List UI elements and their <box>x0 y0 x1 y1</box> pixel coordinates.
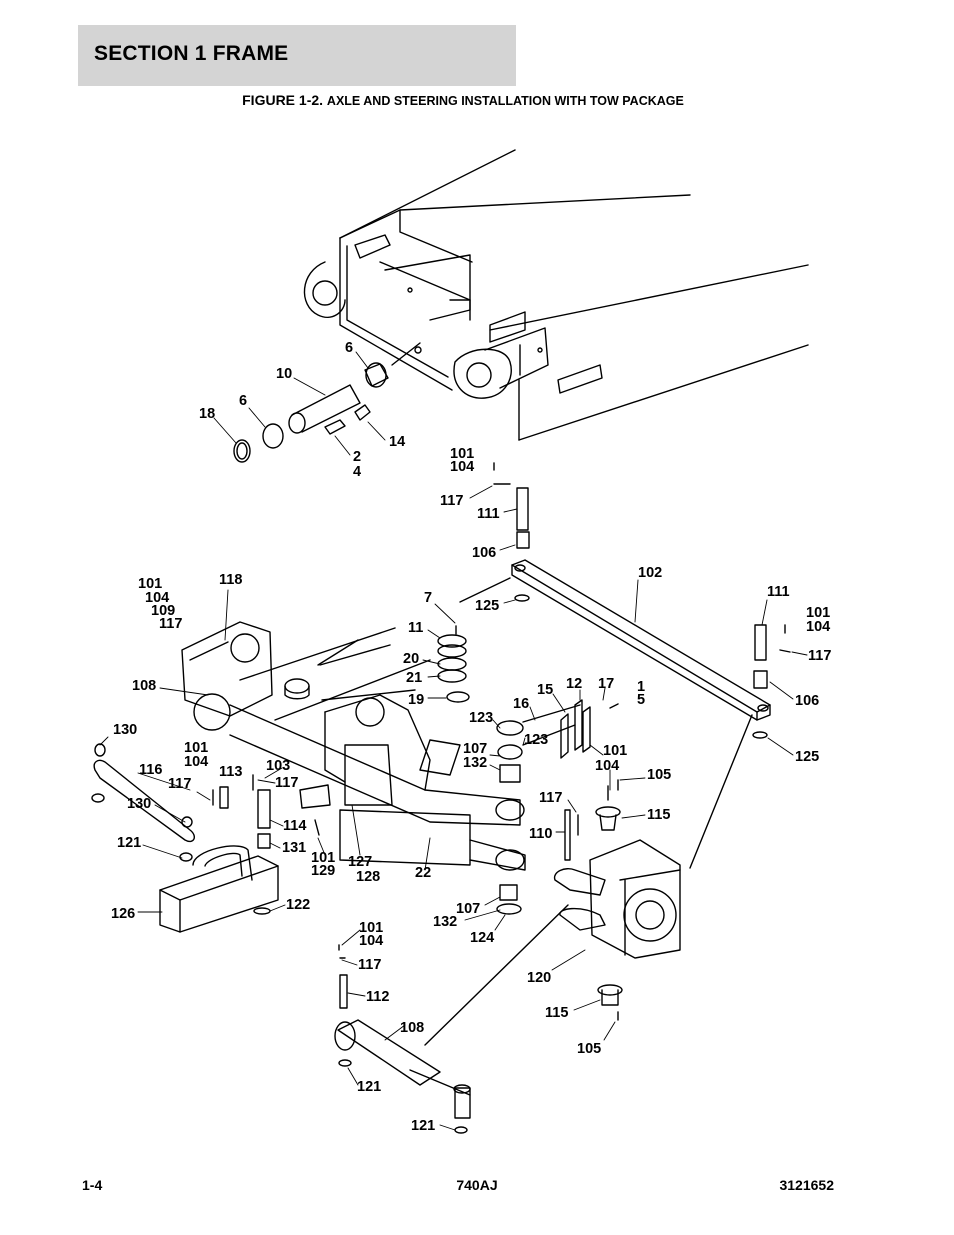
callout-label: 101 <box>806 605 830 621</box>
callout-label: 132 <box>433 914 457 930</box>
callout-label: 123 <box>469 710 493 726</box>
callout-label: 104 <box>359 933 383 949</box>
callout-label: 14 <box>389 434 405 450</box>
callout-label: 17 <box>598 676 614 692</box>
callout-label: 107 <box>463 741 487 757</box>
callout-label: 10 <box>276 366 292 382</box>
section-title: SECTION 1 FRAME <box>94 42 289 65</box>
callout-label: 126 <box>111 906 135 922</box>
callout-label: 104 <box>145 590 169 606</box>
callout-label: 130 <box>127 796 151 812</box>
callout-label: 117 <box>440 493 463 509</box>
callout-label: 110 <box>529 826 552 842</box>
axle-assembly <box>181 621 591 915</box>
figure-number: FIGURE 1-2. <box>242 92 324 108</box>
callout-label: 121 <box>117 835 141 851</box>
callout-label: 117 <box>358 957 381 973</box>
pivot-pin-group <box>233 342 421 463</box>
callout-label: 105 <box>577 1041 601 1057</box>
callout-label: 123 <box>524 732 548 748</box>
callout-label: 122 <box>286 897 310 913</box>
callout-label: 104 <box>806 619 830 635</box>
callout-label: 101 <box>138 576 162 592</box>
callout-label: 124 <box>470 930 494 946</box>
callout-label: 101 <box>450 446 474 462</box>
callout-labels: 6 10 6 18 14 2 4 101 104 117 111 106 102… <box>111 340 831 1134</box>
callout-label: 1 <box>637 679 645 695</box>
callout-label: 132 <box>463 755 487 771</box>
tow-components <box>91 743 331 933</box>
callout-label: 112 <box>366 989 389 1005</box>
steering-cylinder <box>334 904 569 1134</box>
callout-label: 111 <box>767 584 790 600</box>
callout-label: 105 <box>647 767 671 783</box>
callout-label: 115 <box>647 807 670 823</box>
callout-label: 106 <box>472 545 496 561</box>
callout-label: 113 <box>219 764 242 780</box>
callout-label: 120 <box>527 970 551 986</box>
callout-label: 121 <box>357 1079 381 1095</box>
callout-label: 121 <box>411 1118 435 1134</box>
callout-label: 107 <box>456 901 480 917</box>
callout-label: 101 <box>359 920 383 936</box>
callout-label: 108 <box>400 1020 424 1036</box>
callout-label: 111 <box>477 506 500 522</box>
callout-label: 117 <box>159 616 182 632</box>
callout-label: 117 <box>539 790 562 806</box>
callout-label: 6 <box>239 393 247 409</box>
leader-lines <box>99 351 808 1131</box>
figure-caption: AXLE AND STEERING INSTALLATION WITH TOW … <box>326 94 684 108</box>
callout-label: 12 <box>566 676 582 692</box>
hardware-pins <box>212 462 791 959</box>
callout-label: 125 <box>475 598 499 614</box>
model-number: 740AJ <box>456 1177 498 1193</box>
spindle-assembly <box>553 779 681 1021</box>
callout-label: 4 <box>353 464 361 480</box>
callout-label: 102 <box>638 565 662 581</box>
callout-label: 103 <box>266 758 290 774</box>
callout-label: 15 <box>537 682 553 698</box>
callout-label: 117 <box>168 776 191 792</box>
callout-label: 104 <box>450 459 474 475</box>
figure-title: FIGURE 1-2. AXLE AND STEERING INSTALLATI… <box>0 92 926 108</box>
callout-label: 20 <box>403 651 419 667</box>
callout-label: 104 <box>595 758 619 774</box>
callout-label: 108 <box>132 678 156 694</box>
callout-label: 5 <box>637 692 645 708</box>
callout-label: 21 <box>406 670 422 686</box>
callout-label: 101 <box>603 743 627 759</box>
callout-label: 6 <box>345 340 353 356</box>
callout-label: 16 <box>513 696 529 712</box>
frame-assembly <box>303 149 809 441</box>
callout-label: 19 <box>408 692 424 708</box>
callout-label: 118 <box>219 572 242 588</box>
callout-label: 125 <box>795 749 819 765</box>
callout-label: 22 <box>415 865 431 881</box>
callout-label: 129 <box>311 863 335 879</box>
callout-label: 128 <box>356 869 380 885</box>
callout-label: 117 <box>808 648 831 664</box>
callout-label: 2 <box>353 449 361 465</box>
callout-label: 11 <box>408 620 423 636</box>
callout-label: 114 <box>283 818 306 834</box>
callout-label: 109 <box>151 603 175 619</box>
callout-label: 117 <box>275 775 298 791</box>
tie-rod <box>459 487 771 869</box>
page-number: 1-4 <box>82 1177 103 1193</box>
callout-label: 7 <box>424 590 432 606</box>
callout-label: 101 <box>184 740 208 756</box>
callout-label: 104 <box>184 754 208 770</box>
callout-label: 106 <box>795 693 819 709</box>
callout-label: 101 <box>311 850 335 866</box>
section-header: SECTION 1 FRAME <box>78 25 516 86</box>
callout-label: 130 <box>113 722 137 738</box>
callout-label: 115 <box>545 1005 568 1021</box>
callout-label: 127 <box>348 854 372 870</box>
callout-label: 116 <box>139 762 162 778</box>
document-number: 3121652 <box>779 1177 834 1193</box>
callout-label: 18 <box>199 406 215 422</box>
callout-label: 131 <box>282 840 306 856</box>
